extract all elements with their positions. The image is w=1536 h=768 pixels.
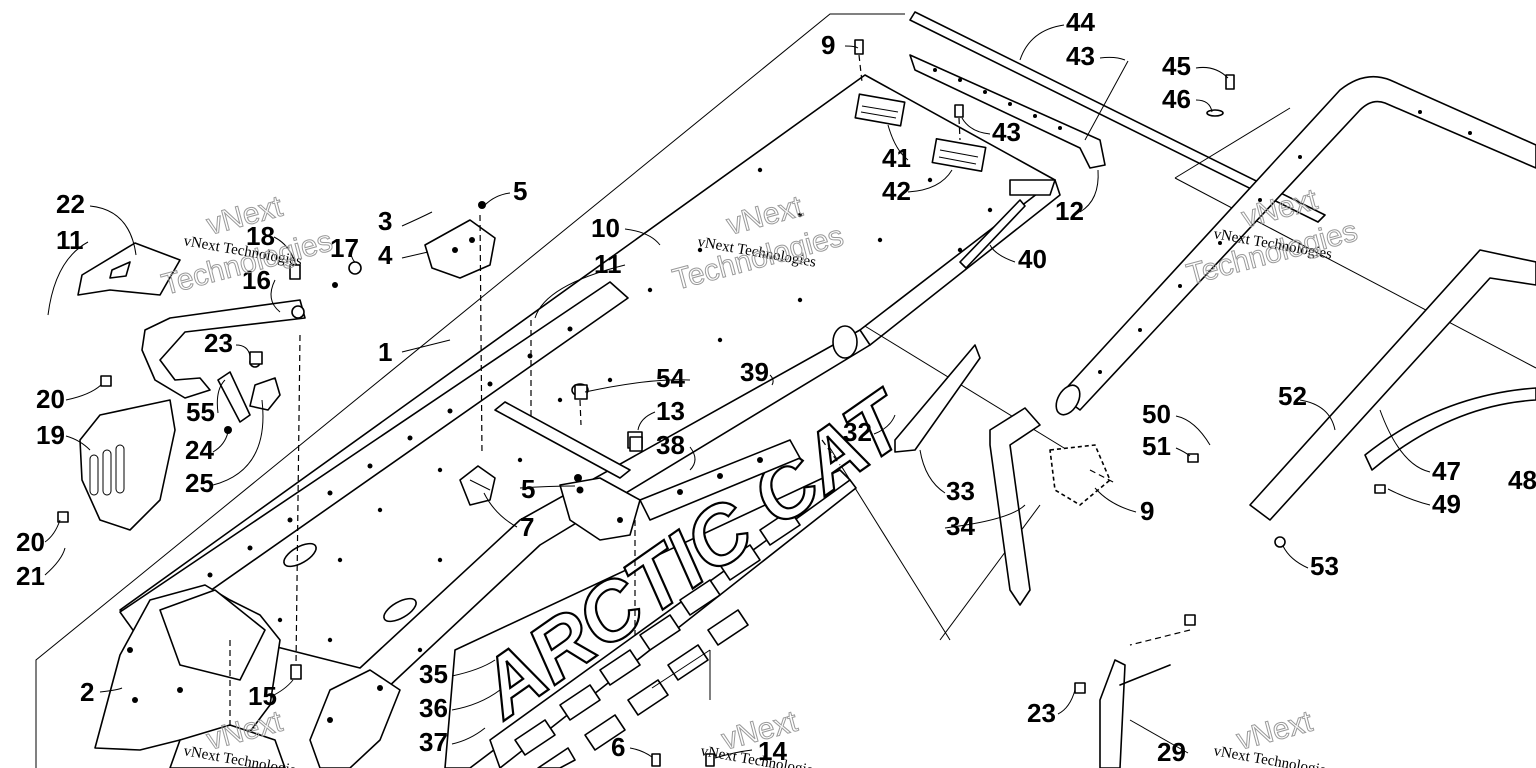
callout-48: 48 [1508, 465, 1536, 495]
callout-43: 43 [1066, 41, 1095, 71]
callout-12: 12 [1055, 196, 1084, 226]
callout-23: 23 [1027, 698, 1056, 728]
rear-bumper-tube [1055, 75, 1536, 521]
callout-13: 13 [656, 396, 685, 426]
callout-36: 36 [419, 693, 448, 723]
callout-51: 51 [1142, 431, 1171, 461]
leader-lines [229, 54, 1291, 730]
callout-46: 46 [1162, 84, 1191, 114]
callout-9: 9 [821, 30, 835, 60]
callout-6: 6 [611, 732, 625, 762]
heat-shield-group [77, 242, 306, 531]
callout-42: 42 [882, 176, 911, 206]
callout-50: 50 [1142, 399, 1171, 429]
callout-7: 7 [520, 512, 534, 542]
callout-41: 41 [882, 143, 911, 173]
callouts: 1 2 3 4 5 5 6 7 9 9 10 11 11 12 13 14 15… [16, 7, 1536, 767]
callout-29: 29 [1157, 737, 1186, 767]
callout-55: 55 [186, 397, 215, 427]
callout-39: 39 [740, 357, 769, 387]
callout-24: 24 [185, 435, 214, 465]
callout-32: 32 [843, 417, 872, 447]
callout-44: 44 [1066, 7, 1095, 37]
callout-33: 33 [946, 476, 975, 506]
callout-20: 20 [36, 384, 65, 414]
callout-54: 54 [656, 363, 685, 393]
callout-25: 25 [185, 468, 214, 498]
callout-47: 47 [1432, 456, 1461, 486]
callout-43: 43 [992, 117, 1021, 147]
callout-9: 9 [1140, 496, 1154, 526]
callout-18: 18 [246, 221, 275, 251]
callout-20: 20 [16, 527, 45, 557]
callout-5: 5 [513, 176, 527, 206]
callout-2: 2 [80, 677, 94, 707]
callout-4: 4 [378, 240, 393, 270]
callout-22: 22 [56, 189, 85, 219]
callout-1: 1 [378, 337, 392, 367]
callout-11: 11 [594, 249, 622, 279]
callout-45: 45 [1162, 51, 1191, 81]
deck-holes [277, 167, 993, 653]
rear-flap-rail [909, 11, 1326, 223]
callout-37: 37 [419, 727, 448, 757]
front-bulkhead [94, 584, 401, 768]
callout-38: 38 [656, 430, 685, 460]
footrest-bracket [459, 465, 641, 541]
callout-21: 21 [16, 561, 45, 591]
callout-53: 53 [1310, 551, 1339, 581]
callout-14: 14 [758, 736, 787, 766]
callout-40: 40 [1018, 244, 1047, 274]
callout-3: 3 [378, 206, 392, 236]
callout-17: 17 [330, 233, 359, 263]
lower-bracket [1099, 659, 1171, 768]
tunnel [119, 74, 1061, 691]
callout-49: 49 [1432, 489, 1461, 519]
callout-19: 19 [36, 420, 65, 450]
rear-brace [894, 344, 1111, 606]
decal-strip [639, 439, 801, 521]
callout-leaders [44, 24, 1431, 759]
callout-11: 11 [56, 225, 84, 255]
watermark-text: vNext [1233, 705, 1316, 757]
callout-52: 52 [1278, 381, 1307, 411]
bracket-4 [424, 219, 496, 279]
callout-16: 16 [242, 265, 271, 295]
callout-5: 5 [521, 474, 535, 504]
callout-23: 23 [204, 328, 233, 358]
fasteners [57, 39, 1386, 767]
callout-35: 35 [419, 659, 448, 689]
callout-10: 10 [591, 213, 620, 243]
traction-cutouts [514, 509, 801, 768]
